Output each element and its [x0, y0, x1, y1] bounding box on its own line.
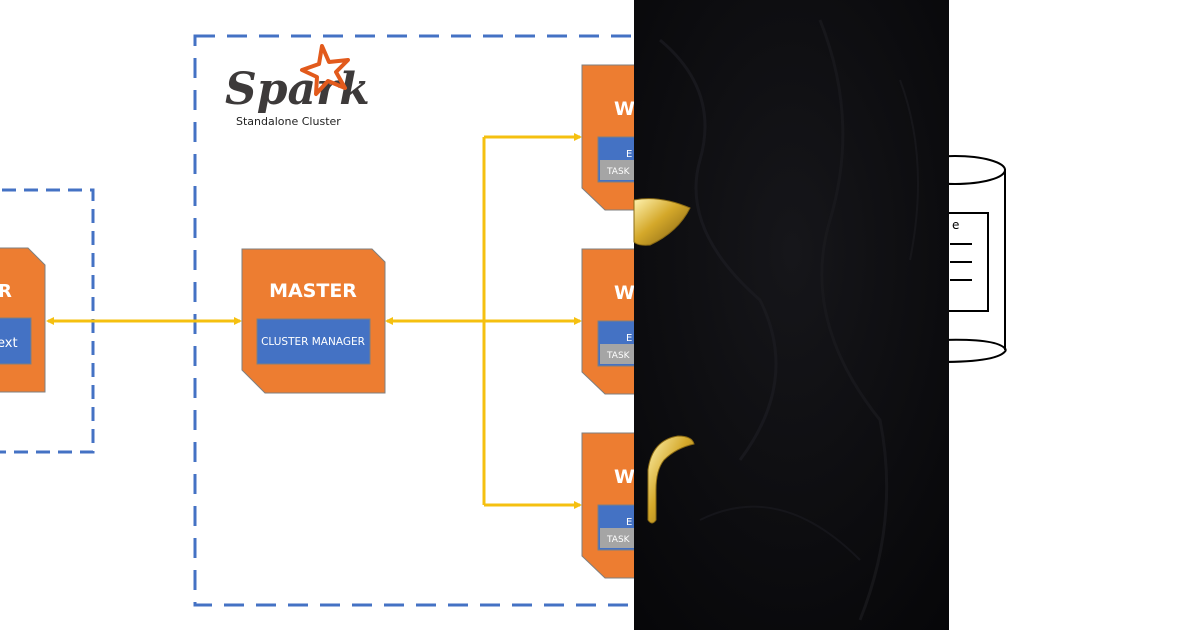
spark-star-icon — [300, 44, 350, 96]
driver-title: R — [0, 281, 12, 302]
gold-hook-ornament — [647, 435, 695, 524]
dark-cloth-overlay — [634, 0, 949, 630]
executor-label-3: E — [626, 517, 632, 528]
task-label-2: TASK — [606, 351, 631, 361]
executor-label-1: E — [626, 149, 632, 160]
gold-leaf-ornament — [633, 198, 691, 246]
master-title: MASTER — [269, 280, 357, 302]
cluster-manager-label: CLUSTER MANAGER — [261, 336, 365, 348]
worker-title-3: W — [614, 466, 635, 488]
cluster-subtitle: Standalone Cluster — [236, 115, 341, 128]
worker-title-1: W — [614, 98, 635, 120]
spark-logo: Spark — [225, 44, 370, 115]
driver-node: R ext — [0, 247, 46, 393]
spark-context-box — [0, 317, 32, 365]
spark-logo-text: Spark — [225, 64, 370, 115]
task-box-3 — [600, 528, 645, 548]
task-label-1: TASK — [606, 167, 631, 177]
master-node: MASTER CLUSTER MANAGER — [241, 248, 386, 394]
spark-context-label: ext — [0, 336, 18, 351]
task-box-2 — [600, 344, 645, 364]
cluster-manager-box — [256, 318, 371, 365]
worker-title-2: W — [614, 282, 635, 304]
storage-label: e — [952, 218, 959, 232]
executor-label-2: E — [626, 333, 632, 344]
task-label-3: TASK — [606, 535, 631, 545]
task-box-1 — [600, 160, 645, 180]
